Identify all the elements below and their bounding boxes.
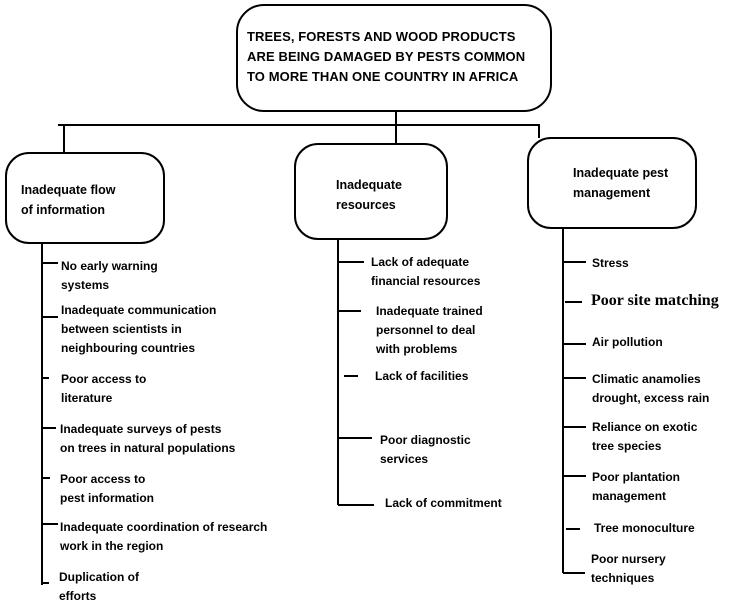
cause-item: Poor site matching [591,292,719,309]
branch-title: Inadequate flow of information [21,183,116,217]
branch-box-resources: Inadequate resources [294,143,448,240]
cause-item: Inadequate coordination of research work… [60,520,268,553]
cause-item: Poor access to literature [61,372,147,405]
cause-item: Poor diagnostic services [380,433,471,466]
cause-item: Poor access to pest information [60,472,155,505]
cause-item: Lack of commitment [385,496,502,510]
cause-item: Tree monoculture [594,521,695,535]
cause-item: Lack of adequate financial resources [371,255,481,288]
cause-item: Lack of facilities [375,369,469,383]
cause-item: Inadequate trained personnel to deal wit… [376,304,483,356]
branch-title: Inadequate pest management [573,166,669,200]
cause-item: No early warning systems [61,259,158,292]
cause-item: Poor nursery techniques [591,552,666,585]
root-problem-box: TREES, FORESTS AND WOOD PRODUCTS ARE BEI… [236,4,552,112]
cause-item: Inadequate surveys of pests on trees in … [60,422,236,455]
branch-title: Inadequate resources [336,178,402,212]
root-problem-text: TREES, FORESTS AND WOOD PRODUCTS ARE BEI… [247,29,526,84]
cause-item: Poor plantation management [592,470,680,503]
cause-item: Stress [592,256,629,270]
cause-item: Climatic anamolies drought, excess rain [592,372,710,405]
branch-box-information-flow: Inadequate flow of information [5,152,165,244]
cause-item: Inadequate communication between scienti… [61,303,217,355]
cause-item: Air pollution [592,335,663,349]
branch-box-pest-management: Inadequate pest management [527,137,697,229]
cause-item: Reliance on exotic tree species [592,420,698,453]
cause-item: Duplication of efforts [59,570,139,603]
